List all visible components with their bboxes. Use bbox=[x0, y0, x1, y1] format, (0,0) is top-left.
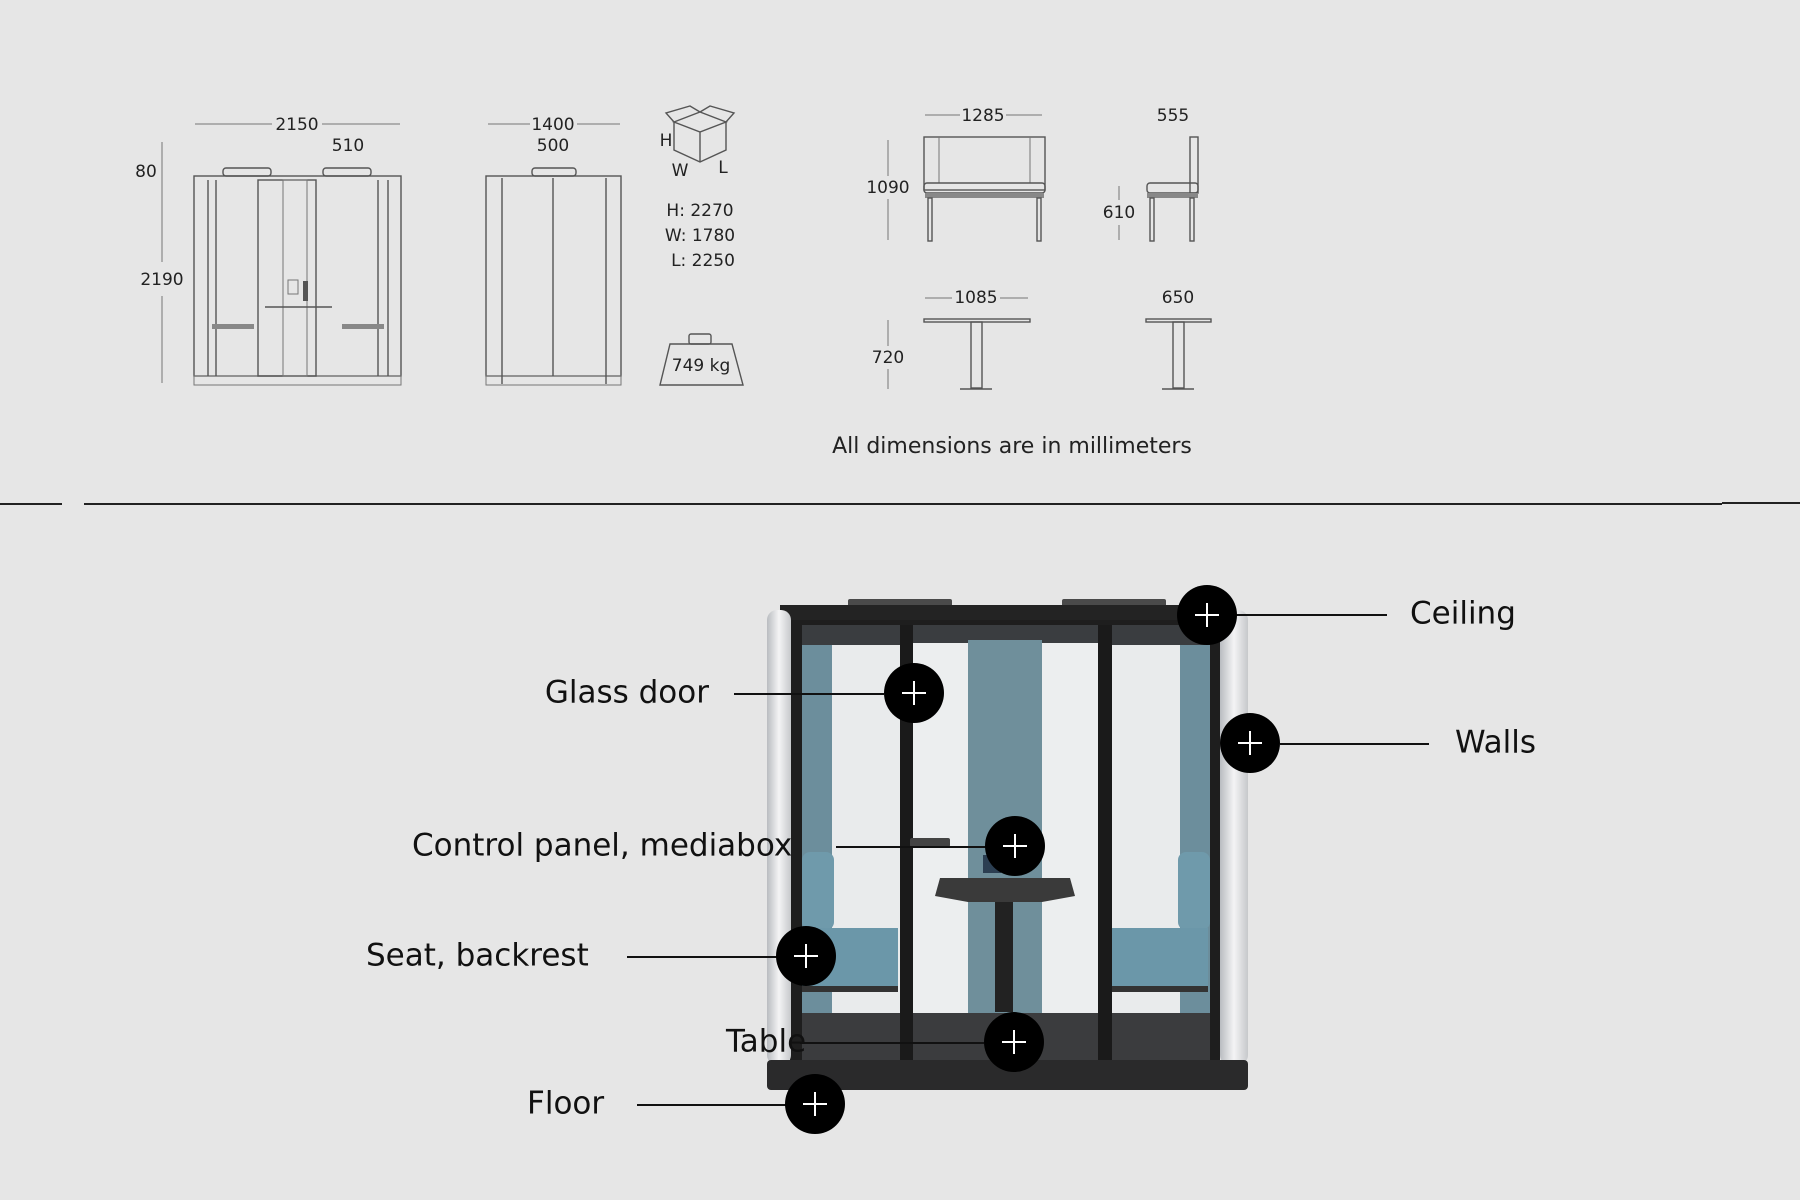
front-height-dimension: 2190 bbox=[140, 270, 183, 290]
glass-door-label: Glass door bbox=[544, 674, 709, 711]
ceiling-hotspot-button[interactable] bbox=[1177, 585, 1237, 645]
divider-main bbox=[84, 503, 1722, 505]
seat-hotspot-button[interactable] bbox=[776, 926, 836, 986]
right-bay-glass bbox=[1112, 625, 1210, 1055]
chair-depth-dimension: 555 bbox=[1157, 106, 1189, 126]
walls-hotspot-button[interactable] bbox=[1220, 713, 1280, 773]
box-h-label: H bbox=[660, 131, 673, 151]
table-leader-line bbox=[800, 1042, 984, 1044]
table-top bbox=[935, 878, 1075, 902]
bench-height-dimension: 1090 bbox=[866, 178, 909, 198]
floor-leader-line bbox=[637, 1104, 787, 1106]
table-hotspot-button[interactable] bbox=[984, 1012, 1044, 1072]
glass-door-hotspot-button[interactable] bbox=[884, 663, 944, 723]
side-depth-dimension: 1400 bbox=[531, 115, 574, 135]
table-height-dimension: 720 bbox=[872, 348, 904, 368]
divider-left bbox=[0, 503, 62, 505]
floor-hotspot-button[interactable] bbox=[785, 1074, 845, 1134]
chair-drawing: 555 610 bbox=[1103, 106, 1199, 242]
side-door-dimension: 500 bbox=[537, 136, 569, 156]
divider-right bbox=[1722, 502, 1800, 504]
right-backrest bbox=[1178, 852, 1210, 930]
walls-leader-line bbox=[1280, 743, 1429, 745]
technical-drawings: 2150 510 80 2190 1400 500 H W L H: 2270 … bbox=[135, 105, 1212, 390]
package-length: L: 2250 bbox=[671, 251, 735, 271]
table-width-dimension: 1085 bbox=[954, 288, 997, 308]
control-panel-leader-line bbox=[836, 846, 986, 848]
seat-leader-line bbox=[627, 956, 777, 958]
package-box-icon: H W L bbox=[660, 105, 736, 181]
ceiling-leader-line bbox=[1236, 614, 1387, 616]
ceiling-cap-left bbox=[848, 599, 952, 607]
chair-seat-height-dimension: 610 bbox=[1103, 203, 1135, 223]
floor-label: Floor bbox=[527, 1085, 605, 1122]
left-backrest bbox=[802, 852, 834, 930]
right-backing-panel bbox=[1180, 645, 1210, 1015]
table-front-drawing: 1085 720 bbox=[872, 288, 1031, 390]
table-pedestal bbox=[995, 902, 1013, 1012]
walls-label: Walls bbox=[1455, 724, 1537, 761]
ceiling-label: Ceiling bbox=[1410, 595, 1516, 632]
glass-door-leader-line bbox=[734, 693, 884, 695]
table-side-drawing: 650 bbox=[1145, 288, 1212, 390]
top-height-dimension: 80 bbox=[135, 162, 157, 182]
right-wall bbox=[1220, 610, 1248, 1065]
table-label: Table bbox=[726, 1023, 807, 1060]
side-elevation-drawing: 1400 500 bbox=[485, 115, 622, 386]
box-w-label: W bbox=[672, 161, 689, 181]
units-note: All dimensions are in millimeters bbox=[832, 434, 1192, 459]
front-door-dimension: 510 bbox=[332, 136, 364, 156]
front-width-dimension: 2150 bbox=[275, 115, 318, 135]
bench-drawing: 1285 1090 bbox=[866, 106, 1046, 242]
front-elevation-drawing: 2150 510 80 2190 bbox=[135, 115, 402, 386]
weight-value: 749 kg bbox=[672, 356, 731, 376]
ceiling-cap-right bbox=[1062, 599, 1166, 607]
table-depth-dimension: 650 bbox=[1162, 288, 1194, 308]
control-panel-label: Control panel, mediabox bbox=[412, 827, 793, 864]
weight-icon bbox=[659, 333, 744, 386]
package-height: H: 2270 bbox=[666, 201, 733, 221]
bench-width-dimension: 1285 bbox=[961, 106, 1004, 126]
ceiling-frame bbox=[780, 605, 1235, 625]
box-l-label: L bbox=[718, 158, 728, 178]
right-seat bbox=[1112, 928, 1208, 986]
package-width: W: 1780 bbox=[665, 226, 735, 246]
control-panel-hotspot-button[interactable] bbox=[985, 816, 1045, 876]
seat-label: Seat, backrest bbox=[366, 937, 589, 974]
